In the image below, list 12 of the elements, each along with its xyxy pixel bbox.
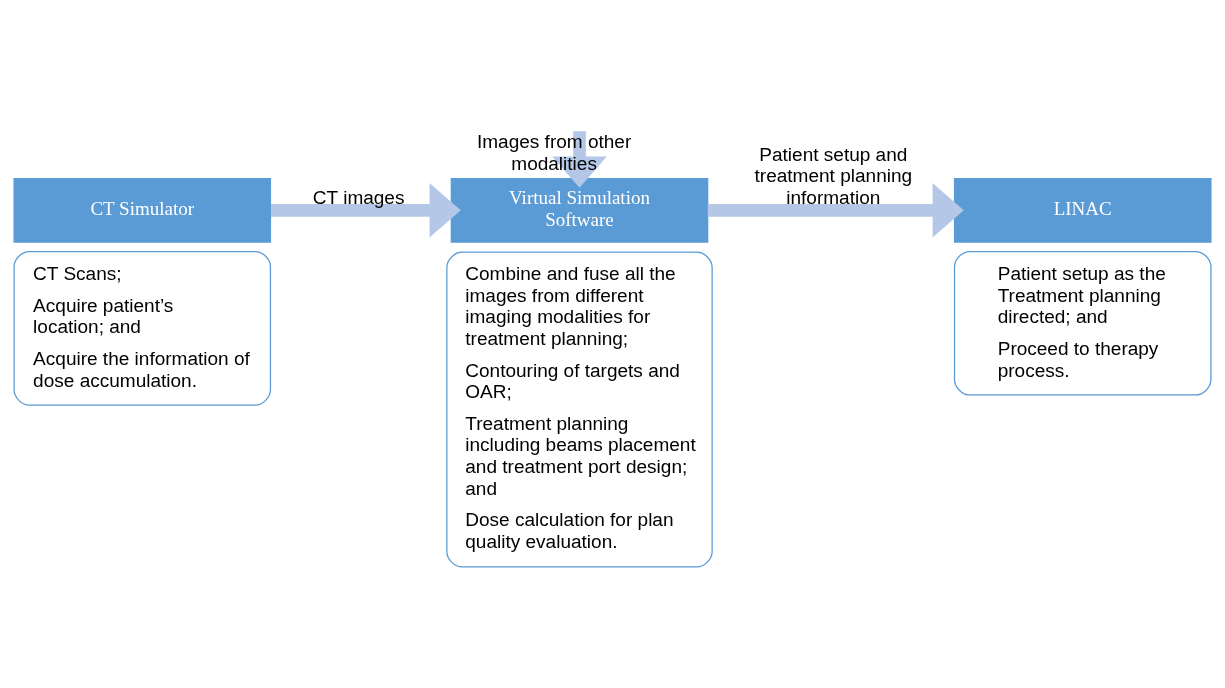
node-box: Combine and fuse all the images from different imaging modalities for treatment planning; Contouring of targets and OAR; Treatment planning including beams placement and treatment port design; and Dose calculation for plan quality evaluation. xyxy=(446,251,713,568)
node-box: Virtual Simulation Software xyxy=(450,177,709,243)
node-box: LINAC xyxy=(953,177,1212,243)
edge-label: Patient setup and treatment planning information xyxy=(754,143,913,208)
node-box: CT Scans; Acquire patient’s location; and Acquire the information of dose accumulation. xyxy=(13,250,272,406)
arrow xyxy=(271,182,461,238)
arrow xyxy=(707,182,964,238)
arrow xyxy=(552,130,607,188)
edge-label: Images from other modalities xyxy=(476,130,632,174)
edge-label: CT images xyxy=(312,186,405,208)
node-box: CT Simulator xyxy=(13,177,272,243)
node-box: Patient setup as the Treatment planning directed; and Proceed to therapy process. xyxy=(953,250,1212,396)
